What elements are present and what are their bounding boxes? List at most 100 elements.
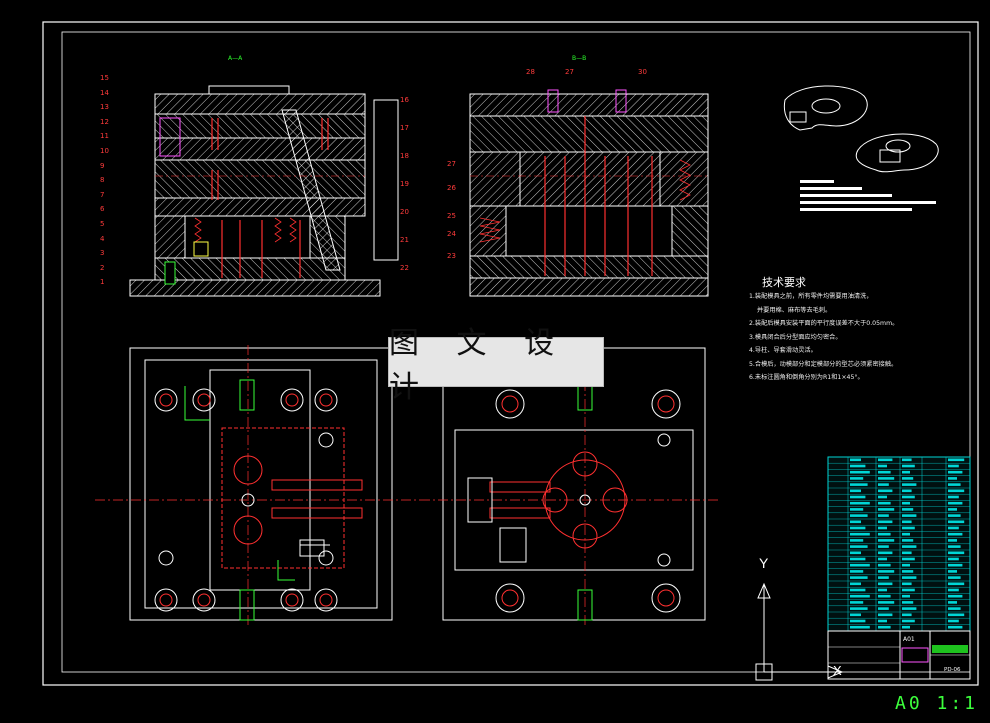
table-cell-mark (948, 625, 963, 629)
inner-frame (61, 31, 971, 673)
table-cell-mark (948, 619, 959, 623)
table-cell-mark (902, 477, 914, 480)
table-cell-mark (878, 501, 891, 505)
table-cell-mark (948, 563, 963, 567)
table-cell-mark (902, 588, 915, 592)
axis-x-label: X (833, 663, 842, 678)
table-cell-mark (902, 557, 915, 561)
table-cell-mark (850, 464, 866, 468)
part-label: 18 (400, 152, 409, 160)
note-bars (800, 180, 936, 211)
table-cell-mark (902, 539, 914, 542)
table-cell-mark (948, 588, 959, 592)
table-cell-mark (878, 557, 887, 561)
table-cell-mark (878, 526, 887, 530)
table-cell-mark (850, 557, 866, 561)
part-label: 27 (565, 68, 574, 76)
table-cell-mark (902, 563, 910, 567)
table-cell-mark (948, 545, 961, 548)
table-cell-mark (850, 470, 870, 474)
table-cell-mark (948, 470, 963, 474)
part-label: 22 (400, 264, 409, 272)
table-cell-mark (850, 458, 861, 462)
plan-view-left (95, 345, 420, 625)
table-cell-mark (850, 489, 861, 493)
table-cell-mark (902, 532, 910, 536)
table-cell-mark (948, 508, 957, 511)
tech-item: 3.模具闭合后分型面应均匀密合。 (749, 333, 842, 341)
table-cell-mark (850, 501, 870, 505)
table-cell-mark (902, 619, 915, 623)
tech-requirements-list: 1.装配模具之前，所有零件均需要用油清洗， 并要用棉、麻布等去毛刺。 2.装配后… (749, 290, 949, 385)
table-cell-mark (878, 625, 891, 629)
plan-view-right (420, 345, 720, 625)
watermark: 图 文 设 计 (388, 326, 604, 405)
table-cell-mark (850, 545, 868, 548)
table-cell-mark (948, 458, 965, 462)
section-title-b: B—B (572, 55, 587, 62)
table-cell-mark (878, 563, 891, 567)
part-label: 5 (100, 220, 105, 228)
tech-item: 1.装配模具之前，所有零件均需要用油清洗， (749, 293, 873, 300)
table-cell-mark (878, 576, 889, 579)
table-cell-mark (850, 514, 868, 517)
table-cell-mark (878, 532, 891, 536)
table-cell-mark (850, 483, 868, 486)
table-cell-mark (850, 508, 864, 511)
table-cell-mark (902, 545, 917, 548)
part-label: 7 (100, 190, 105, 199)
table-cell-mark (948, 601, 957, 604)
table-cell-mark (902, 570, 914, 573)
tech-item: 2.装配后模具安装平面的平行度误差不大于0.05mm。 (749, 320, 899, 327)
scale-label: A0 1:1 (895, 693, 979, 714)
table-cell-mark (850, 570, 864, 573)
part-label: 12 (100, 117, 109, 126)
part-label: 24 (447, 230, 456, 238)
table-cell-mark (902, 520, 912, 524)
table-cell-mark (902, 501, 910, 505)
part-label: 26 (447, 184, 456, 192)
table-cell-mark (878, 477, 895, 480)
part-label: 9 (100, 161, 105, 170)
table-cell-mark (948, 532, 963, 536)
table-cell-mark (948, 613, 965, 617)
table-cell-mark (878, 551, 893, 555)
table-cell-mark (948, 526, 959, 530)
table-cell-mark (850, 551, 861, 555)
table-cell-mark (902, 582, 912, 586)
table-cell-mark (850, 582, 861, 586)
table-cell-mark (850, 576, 868, 579)
table-cell-mark (948, 576, 961, 579)
table-cell-mark (902, 594, 910, 598)
table-cell-mark (948, 594, 963, 598)
table-cell-mark (948, 514, 961, 517)
table-cell-mark (902, 625, 910, 629)
drawing-number: PD-06 (944, 667, 961, 673)
table-cell-mark (902, 576, 917, 579)
table-cell-mark (850, 625, 870, 629)
table-cell-mark (878, 539, 895, 542)
table-cell-mark (948, 582, 965, 586)
part-label: 19 (400, 180, 409, 188)
table-cell-mark (902, 551, 912, 555)
table-cell-mark (878, 594, 891, 598)
tech-requirements-title: 技术要求 (762, 276, 806, 289)
parts-list-table (827, 456, 971, 632)
table-cell-mark (948, 520, 965, 524)
table-cell-mark (902, 607, 917, 610)
part-label: 8 (100, 176, 105, 185)
part-label: 17 (400, 124, 409, 132)
part-label: 4 (100, 234, 105, 243)
table-cell-mark (878, 458, 893, 462)
table-cell-mark (902, 601, 914, 604)
table-cell-mark (902, 508, 914, 511)
product-sketch (783, 85, 939, 173)
table-cell-mark (878, 582, 893, 586)
part-label: 23 (447, 252, 456, 260)
axis-y-label: Y (759, 555, 769, 571)
section-b-b (469, 89, 709, 297)
tech-item: 并要用棉、麻布等去毛刺。 (757, 306, 832, 314)
table-cell-mark (850, 619, 866, 623)
table-cell-mark (850, 594, 870, 598)
table-cell-mark (948, 483, 961, 486)
